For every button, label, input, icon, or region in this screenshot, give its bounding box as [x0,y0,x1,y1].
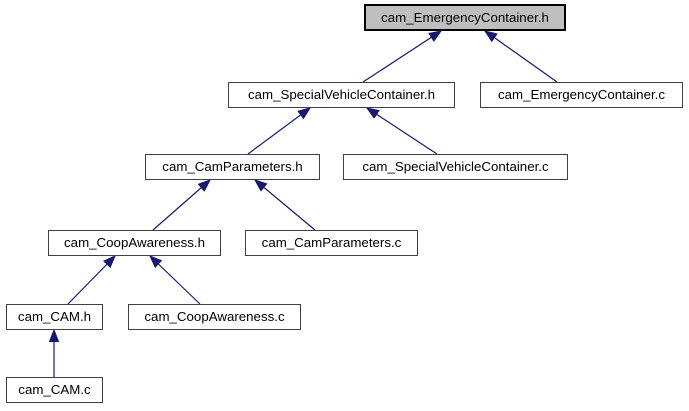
node-cam-emergencycontainer-c[interactable]: cam_EmergencyContainer.c [480,82,683,108]
node-cam-coopawareness-c[interactable]: cam_CoopAwareness.c [128,304,301,330]
edge-specialvehiclecontainer-c-to-specialvehiclecontainer-h [367,108,438,155]
edge-emergencycontainer-c-to-emergencycontainer-h [485,31,558,83]
node-cam-cam-h[interactable]: cam_CAM.h [6,304,103,330]
edge-camparameters-c-to-camparameters-h [255,180,316,231]
node-cam-camparameters-c[interactable]: cam_CamParameters.c [245,230,418,256]
node-cam-camparameters-h[interactable]: cam_CamParameters.h [145,154,320,180]
node-cam-specialvehiclecontainer-h[interactable]: cam_SpecialVehicleContainer.h [228,82,455,108]
node-cam-emergencycontainer-h: cam_EmergencyContainer.h [364,4,566,31]
node-cam-specialvehiclecontainer-c[interactable]: cam_SpecialVehicleContainer.c [343,154,568,180]
edge-cam-h-to-coopawareness-h [67,256,115,305]
edge-specialvehiclecontainer-h-to-emergencycontainer-h [362,31,441,83]
edge-camparameters-h-to-specialvehiclecontainer-h [247,108,310,155]
node-cam-cam-c[interactable]: cam_CAM.c [6,377,103,403]
edge-coopawareness-c-to-coopawareness-h [150,256,201,305]
edge-coopawareness-h-to-camparameters-h [152,180,210,231]
node-cam-coopawareness-h[interactable]: cam_CoopAwareness.h [48,230,221,256]
